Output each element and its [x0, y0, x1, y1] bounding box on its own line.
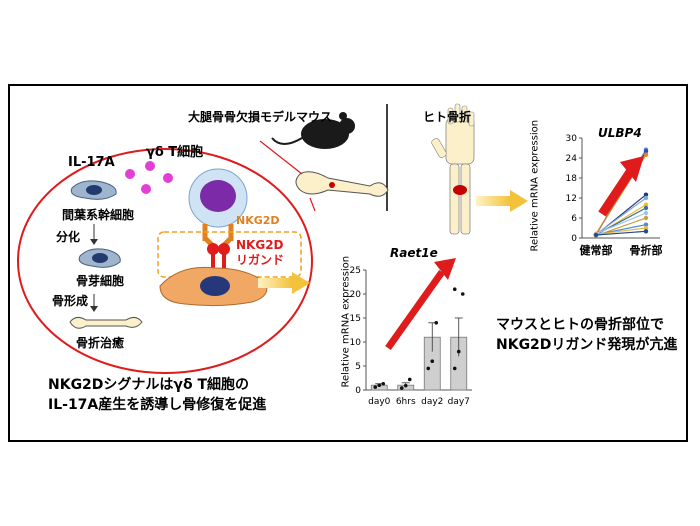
gd-tcell-label: γδ T細胞	[146, 145, 204, 160]
ulbp4-increase-arrowhead	[620, 156, 644, 182]
healing-label: 骨折治癒	[76, 336, 125, 350]
raet1e-category-label: 6hrs	[396, 397, 416, 407]
raet1e-point	[460, 292, 465, 296]
ulbp4-category-label: 健常部	[580, 243, 613, 257]
raet1e-point	[377, 383, 382, 388]
raet1e-ytick-label: 25	[350, 266, 361, 276]
conclusion-left-1: NKG2Dシグナルはγδ T細胞の	[48, 377, 249, 393]
ulbp4-ytick-label: 18	[566, 174, 578, 184]
cell-ellipse	[17, 148, 313, 374]
ulbp4-category-label: 骨折部	[630, 243, 663, 257]
ulbp4-point	[643, 192, 649, 197]
bone-formation-label: 骨形成	[52, 294, 89, 308]
raet1e-category-label: day7	[448, 397, 470, 407]
human-fracture-title: ヒト骨折	[423, 110, 472, 124]
ulbp4-ylabel: Relative mRNA expression	[529, 119, 541, 252]
ulbp4-point	[643, 215, 649, 221]
healed-bone-icon	[69, 316, 143, 329]
ulbp4-ytick-label: 30	[566, 134, 578, 144]
ulbp4-ytick-label: 24	[566, 154, 578, 164]
ulbp4-point	[643, 205, 649, 211]
raet1e-ylabel: Relative mRNA expression	[340, 255, 352, 388]
raet1e-point	[403, 383, 408, 388]
raet1e-point	[434, 321, 439, 325]
raet1e-ytick-label: 10	[350, 338, 362, 348]
osteoblast-small-icon	[78, 248, 121, 268]
raet1e-point	[452, 287, 457, 291]
ulbp4-increase-arrow	[598, 169, 634, 217]
arrow-to-ulbp4	[476, 190, 528, 212]
il17a-dots	[125, 161, 173, 194]
raet1e-ytick-label: 20	[350, 290, 362, 300]
conclusion-right-1: マウスとヒトの骨折部位で	[496, 317, 664, 333]
ulbp4-point	[593, 232, 599, 238]
ulbp4-point	[643, 210, 649, 216]
conclusion-left-2: IL-17A産生を誘導し骨修復を促進	[48, 397, 267, 413]
ulbp4-series-line	[595, 230, 647, 236]
nkg2d-ligand-icon	[207, 243, 230, 268]
raet1e-increase-arrow	[385, 269, 445, 351]
hand-xray-icon	[431, 103, 475, 235]
ulbp4-point	[643, 149, 649, 154]
nkg2d-label: NKG2D	[236, 214, 280, 227]
ulbp4-point	[643, 225, 649, 231]
mouse-model-title: 大腿骨骨欠損モデルマウス	[188, 110, 333, 124]
ligand-highlight-box	[157, 231, 302, 278]
msc-label: 間葉系幹細胞	[62, 208, 135, 222]
ulbp4-ytick-label: 6	[571, 214, 577, 224]
ulbp4-ytick-label: 12	[566, 194, 577, 204]
raet1e-point	[373, 385, 378, 389]
conclusion-right-2: NKG2Dリガンド発現が亢進	[496, 337, 678, 353]
ulbp4-series-line	[595, 227, 647, 235]
raet1e-point	[456, 349, 461, 354]
raet1e-point	[399, 386, 404, 390]
raet1e-chart: 0 5 10 15 20 25 day0 6hrs day2 day7	[350, 258, 472, 407]
arrow-to-raet1e	[258, 272, 310, 294]
raet1e-category-label: day0	[368, 397, 391, 407]
raet1e-category-label: day2	[421, 397, 443, 407]
osteoblast-large-icon	[159, 266, 268, 307]
mouse-icon	[271, 112, 355, 149]
raet1e-point	[452, 366, 457, 371]
osteoblast-label: 骨芽細胞	[76, 274, 125, 288]
raet1e-title: Raet1e	[390, 246, 438, 260]
ulbp4-point	[643, 195, 649, 201]
differentiation-label: 分化	[56, 230, 81, 244]
raet1e-point	[430, 359, 435, 364]
figure-frame: 0 5 10 15 20 25 day0 6hrs day2 day7 0 6 12 18 24 30 健常部…	[8, 84, 688, 442]
raet1e-ytick-label: 0	[355, 386, 361, 396]
ulbp4-ytick-label: 0	[571, 234, 577, 244]
nkg2d-ligand-label-2: リガンド	[236, 253, 285, 267]
ulbp4-point	[643, 222, 649, 227]
msc-icon	[70, 180, 117, 200]
gd-tcell-icon	[188, 168, 248, 248]
raet1e-point	[381, 381, 386, 386]
ulbp4-chart: 0 6 12 18 24 30 健常部 骨折部	[566, 134, 663, 257]
ulbp4-point	[643, 152, 649, 157]
raet1e-point	[407, 377, 412, 382]
ulbp4-point	[643, 202, 649, 207]
raet1e-point	[426, 366, 431, 371]
ulbp4-point	[643, 229, 649, 234]
raet1e-ytick-label: 15	[350, 314, 361, 324]
ulbp4-series-line	[595, 212, 647, 235]
raet1e-increase-arrowhead	[434, 258, 456, 280]
ulbp4-title: ULBP4	[598, 126, 642, 140]
nkg2d-ligand-label-1: NKG2D	[236, 238, 284, 252]
il17a-label: IL-17A	[68, 155, 115, 170]
mouse-femur-icon	[295, 171, 389, 197]
raet1e-ytick-label: 5	[355, 362, 361, 372]
ulbp4-series-line	[595, 197, 647, 235]
diagram-canvas: 0 5 10 15 20 25 day0 6hrs day2 day7 0 6 12 18 24 30 健常部…	[17, 103, 663, 407]
